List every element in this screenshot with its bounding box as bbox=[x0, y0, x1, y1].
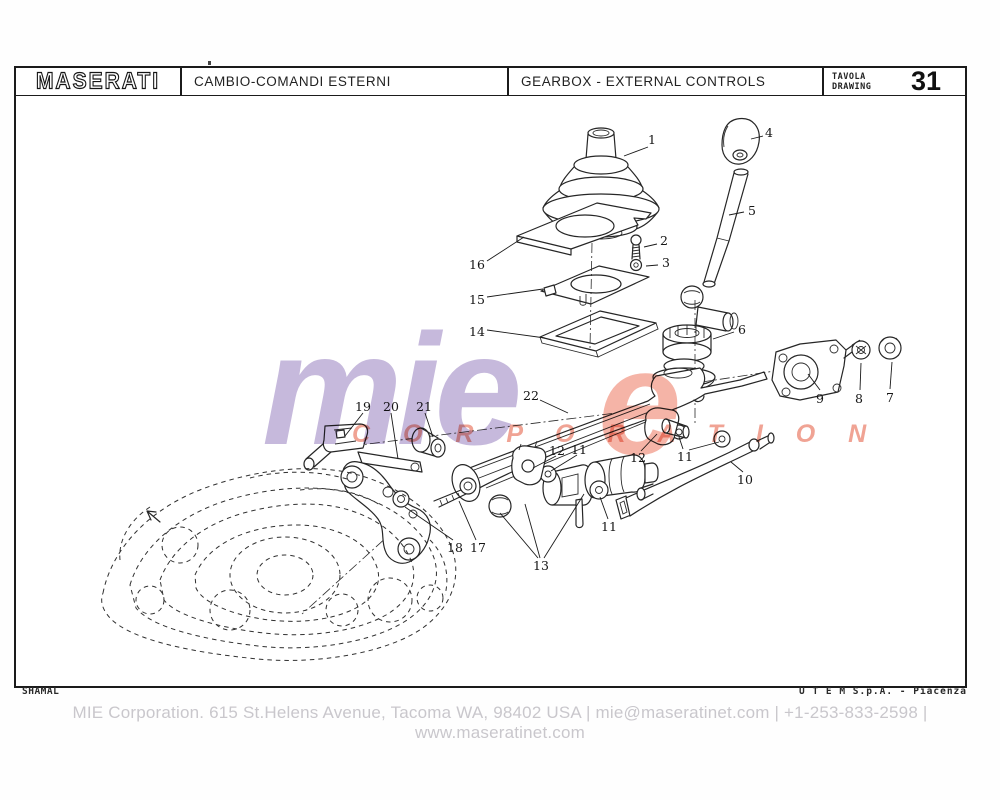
publisher-stamp: U T E M S.p.A. - Piacenza bbox=[799, 686, 967, 697]
tavola-drawing-label: TAVOLA DRAWING bbox=[832, 72, 871, 92]
maserati-logo: MASERATI bbox=[35, 68, 161, 94]
title-english-cell: GEARBOX - EXTERNAL CONTROLS bbox=[509, 68, 824, 95]
header-table: MASERATI CAMBIO-COMANDI ESTERNI GEARBOX … bbox=[14, 66, 967, 97]
drawing-frame bbox=[14, 96, 967, 688]
title-english: GEARBOX - EXTERNAL CONTROLS bbox=[521, 74, 766, 89]
footer-contact: MIE Corporation. 615 St.Helens Avenue, T… bbox=[72, 703, 928, 742]
tavola-label: TAVOLA bbox=[832, 71, 866, 82]
drawing-label: DRAWING bbox=[832, 81, 872, 92]
maserati-logo-cell: MASERATI bbox=[16, 68, 182, 95]
title-italian-cell: CAMBIO-COMANDI ESTERNI bbox=[182, 68, 509, 95]
drawing-number: 31 bbox=[910, 66, 941, 96]
model-stamp: SHAMAL bbox=[22, 686, 60, 697]
drawing-number-cell: TAVOLA DRAWING 31 bbox=[824, 66, 965, 96]
scan-speck bbox=[208, 61, 211, 65]
title-italian: CAMBIO-COMANDI ESTERNI bbox=[194, 74, 391, 89]
